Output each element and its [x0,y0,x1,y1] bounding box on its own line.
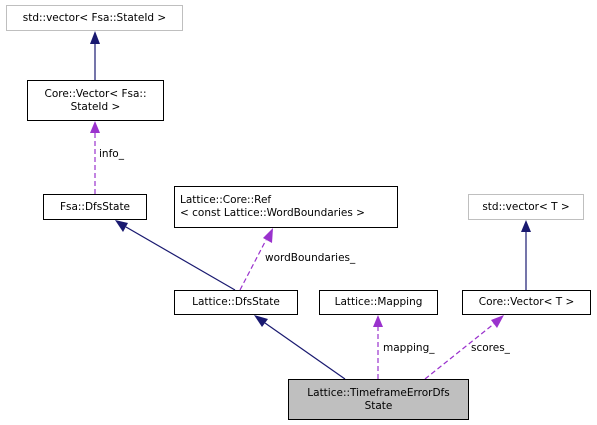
inheritance-edge-timeframe-error-dfs-state [254,315,346,380]
node-label-line-1: Lattice::TimeframeErrorDfs [307,386,450,399]
node-label: Core::Vector< T > [478,296,575,308]
node-label-line-2: StateId > [70,100,121,113]
node-lattice-dfsstate[interactable]: Lattice::DfsState [174,290,298,315]
member-edge-info: info_ [90,121,125,194]
node-timeframe-error-dfs-state[interactable]: Lattice::TimeframeErrorDfs State [288,379,469,420]
node-label-line-2: State [364,399,393,412]
edge-label-scores: scores_ [471,342,511,354]
member-edge-scores: scores_ [424,315,511,380]
node-label-line-1: Core::Vector< Fsa:: [44,87,147,100]
node-label: Fsa::DfsState [59,200,131,213]
node-label-line-2: < const Lattice::WordBoundaries > [180,207,365,219]
node-label-line-1: Lattice::Core::Ref [180,194,272,206]
member-edge-word-boundaries: wordBoundaries_ [239,228,356,291]
node-core-vector-stateid[interactable]: Core::Vector< Fsa:: StateId > [27,80,164,121]
node-core-ref-word-boundaries[interactable]: Lattice::Core::Ref < const Lattice::Word… [174,186,398,228]
edge-label-mapping: mapping_ [383,342,435,354]
node-label: Lattice::Mapping [334,296,423,308]
edge-label-word-boundaries: wordBoundaries_ [265,252,356,264]
edge-label-info: info_ [99,148,125,160]
inheritance-edge-lattice-dfsstate [115,220,236,291]
node-label: std::vector< Fsa::StateId > [22,11,167,24]
member-edge-mapping: mapping_ [373,315,435,379]
node-std-vector-stateid[interactable]: std::vector< Fsa::StateId > [6,5,183,31]
node-label: Lattice::DfsState [192,296,280,308]
node-fsa-dfsstate[interactable]: Fsa::DfsState [43,194,147,220]
inheritance-edge-core-vector-t [521,220,531,290]
inheritance-edge-core-vector-stateid [90,31,100,80]
node-lattice-mapping[interactable]: Lattice::Mapping [319,290,438,315]
node-std-vector-t[interactable]: std::vector< T > [468,194,584,220]
node-core-vector-t[interactable]: Core::Vector< T > [462,290,591,315]
node-label: std::vector< T > [482,200,570,213]
